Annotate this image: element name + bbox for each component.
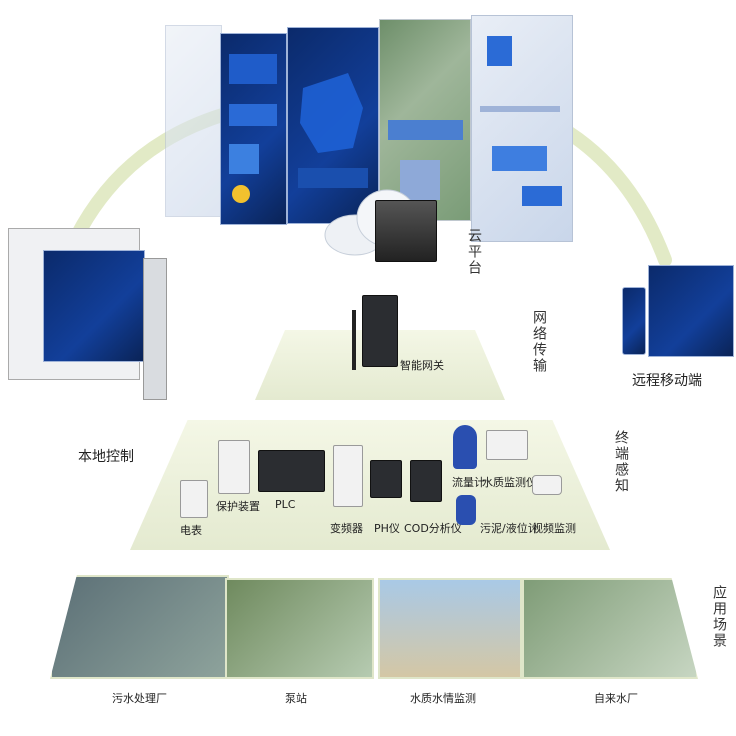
server-icon: [375, 200, 437, 262]
phone-screen: [622, 287, 646, 355]
local-control-label: 本地控制: [78, 449, 134, 465]
layer-label-application: 应用场景: [711, 585, 727, 649]
cloud-platform-screens: [165, 5, 580, 242]
sludge-level-device: [456, 495, 476, 525]
layer-label-cloud: 云平台: [466, 228, 482, 276]
antenna-icon: [352, 310, 356, 370]
device-label-cod: COD分析仪: [404, 522, 462, 535]
layer-label-network: 网络传输: [531, 310, 547, 374]
screen-left-edge: [165, 25, 222, 217]
device-label-video: 视频监测: [532, 522, 576, 535]
scene-sewage-plant: [50, 575, 229, 679]
device-label-water-quality: 水质监测仪: [482, 476, 537, 489]
protection-device: [218, 440, 250, 494]
water-quality-device: [486, 430, 528, 460]
device-label-inverter: 变频器: [330, 522, 363, 535]
screen-dashboard-2: [287, 27, 379, 224]
scene-label-pump: 泵站: [285, 692, 307, 705]
scene-label-sewage: 污水处理厂: [112, 692, 167, 705]
gateway-device: [362, 295, 398, 367]
camera-device: [532, 475, 562, 495]
inverter-device: [333, 445, 363, 507]
local-control-computer: [8, 228, 168, 408]
device-label-protection: 保护装置: [216, 500, 260, 513]
flow-meter-device: [453, 425, 477, 469]
remote-mobile-label: 远程移动端: [632, 373, 702, 389]
device-label-plc: PLC: [275, 498, 296, 511]
ph-meter-device: [370, 460, 402, 498]
gateway-label: 智能网关: [400, 359, 444, 372]
tablet-screen: [648, 265, 734, 357]
meter-device: [180, 480, 208, 518]
device-label-ph: PH仪: [374, 522, 400, 535]
screen-map-2: [471, 15, 573, 242]
plc-device: [258, 450, 325, 492]
cod-analyzer-device: [410, 460, 442, 502]
scene-water-plant: [522, 578, 698, 679]
screen-map-1: [379, 19, 471, 221]
device-label-sludge: 污泥/液位计: [480, 522, 539, 535]
screen-dashboard-1: [220, 33, 287, 225]
scene-water-monitoring: [378, 578, 522, 679]
device-label-meter: 电表: [180, 524, 202, 537]
local-monitor-screen: [43, 250, 145, 362]
scene-pump-station: [225, 578, 374, 679]
remote-mobile-devices: [620, 265, 734, 360]
scene-label-water-plant: 自来水厂: [594, 692, 638, 705]
device-label-flow: 流量计: [452, 476, 485, 489]
layer-label-terminal: 终端感知: [613, 430, 629, 494]
scene-label-monitoring: 水质水情监测: [410, 692, 476, 705]
